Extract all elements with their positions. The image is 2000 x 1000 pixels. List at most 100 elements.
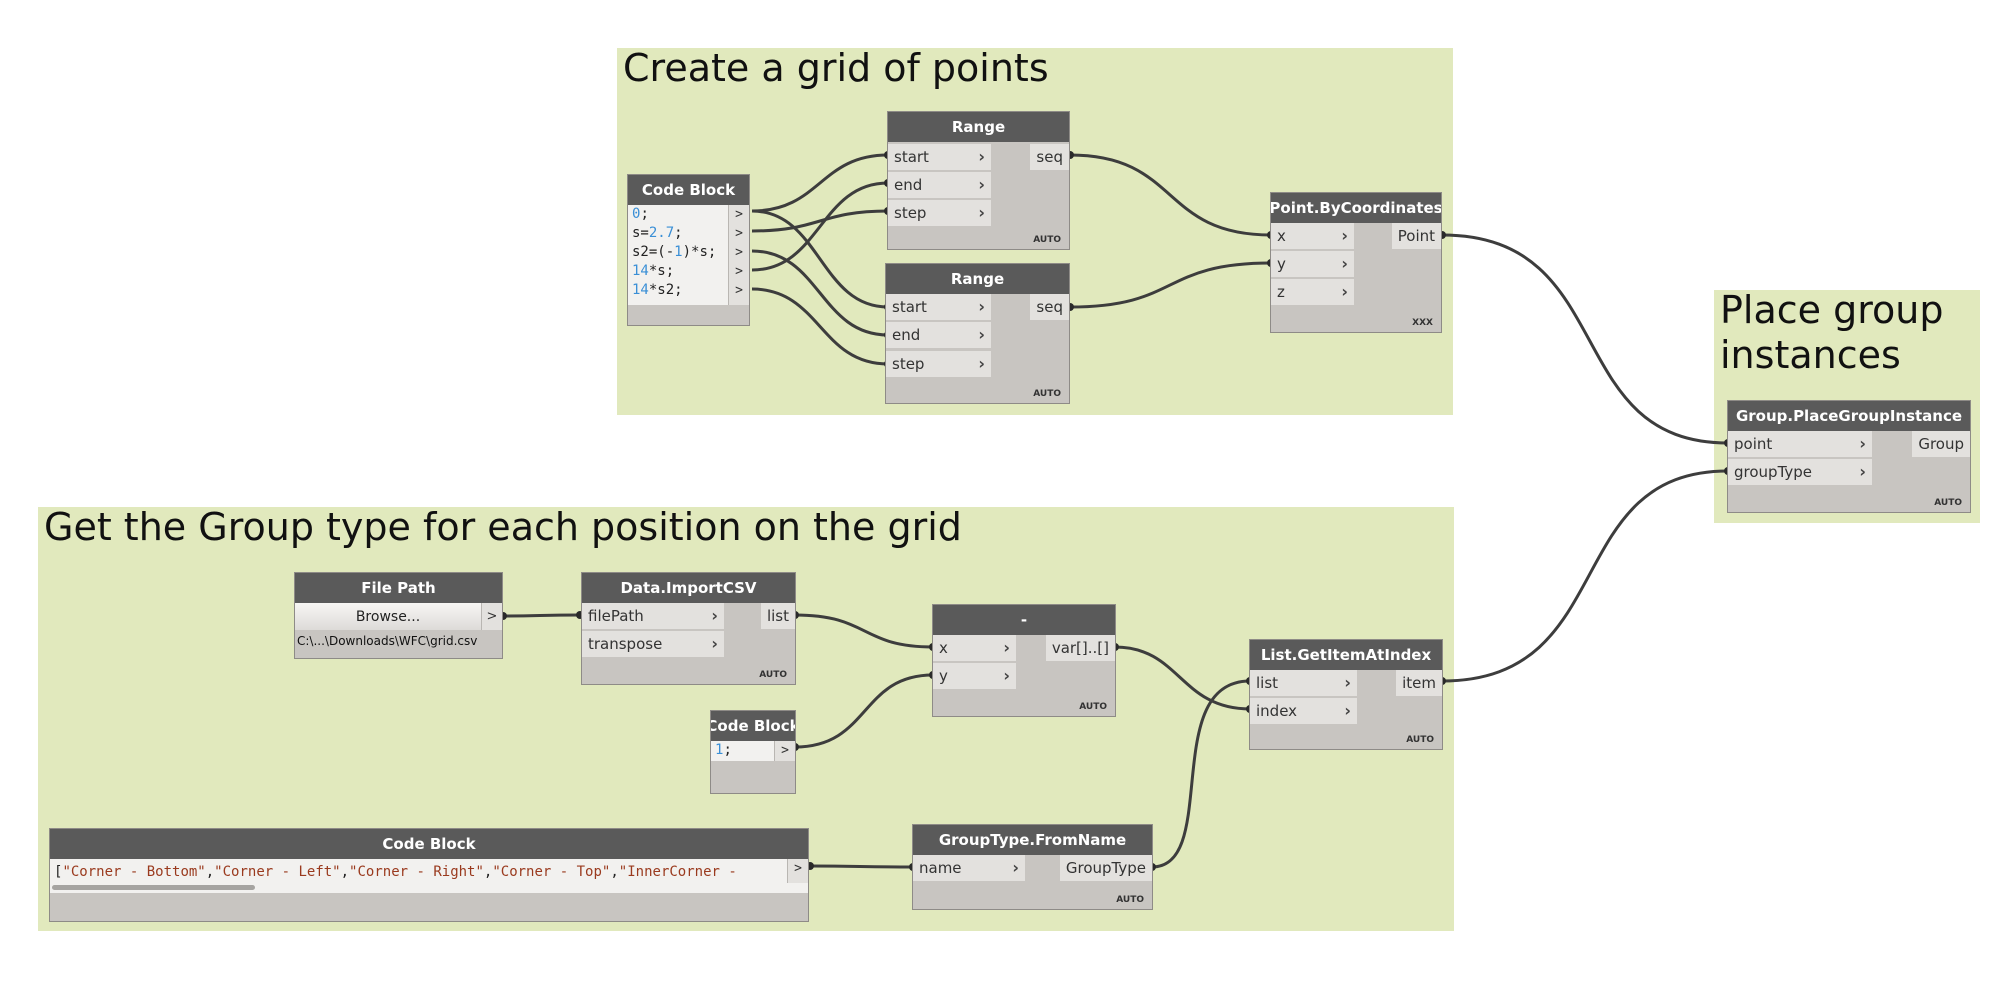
chevron-right-icon: › (1341, 226, 1348, 245)
input-port-x[interactable]: x› (1271, 223, 1354, 249)
point-by-coordinates-node[interactable]: Point.ByCoordinates x› y› z› Point XXX (1270, 192, 1442, 333)
lacing-indicator[interactable]: AUTO (1406, 735, 1434, 745)
input-port-name[interactable]: name› (913, 855, 1025, 881)
lacing-indicator[interactable]: AUTO (1033, 389, 1061, 399)
node-title: Range (886, 264, 1069, 294)
code-line: s=2.7; (632, 225, 683, 241)
chevron-right-icon: › (978, 203, 985, 222)
input-port-z[interactable]: z› (1271, 279, 1354, 305)
port-label: transpose (588, 635, 663, 653)
output-port[interactable]: > (735, 226, 743, 241)
output-port[interactable]: > (735, 283, 743, 298)
node-title: Group.PlaceGroupInstance (1728, 401, 1970, 431)
output-port-point[interactable]: Point (1391, 223, 1441, 249)
input-port-start[interactable]: start› (888, 144, 991, 170)
lacing-indicator[interactable]: AUTO (759, 670, 787, 680)
chevron-right-icon: › (978, 354, 985, 373)
wire (1441, 233, 1729, 445)
subtract-node[interactable]: - x› y› var[]..[] AUTO (932, 604, 1116, 717)
output-port-item[interactable]: item (1396, 670, 1442, 696)
code-editor[interactable]: 0;s=2.7;s2=(-1)*s;14*s;14*s2; >>>>> (628, 205, 749, 305)
port-label: start (892, 298, 927, 316)
code-line: s2=(-1)*s; (632, 244, 717, 260)
lacing-indicator[interactable]: AUTO (1079, 702, 1107, 712)
input-port-y[interactable]: y› (1271, 251, 1354, 277)
output-port[interactable]: > (735, 264, 743, 279)
node-title: Code Block (711, 711, 795, 741)
output-port-seq[interactable]: seq (1030, 294, 1069, 320)
chevron-right-icon: › (1344, 673, 1351, 692)
get-item-at-index-node[interactable]: List.GetItemAtIndex list› index› item AU… (1249, 639, 1443, 750)
port-label: y (939, 667, 948, 685)
file-path-node[interactable]: File Path Browse... > C:\...\Downloads\W… (294, 572, 503, 659)
lacing-indicator[interactable]: AUTO (1033, 235, 1061, 245)
code-editor[interactable]: 1; > (711, 741, 795, 761)
input-port-transpose[interactable]: transpose› (582, 631, 724, 657)
input-port-x[interactable]: x› (933, 635, 1016, 661)
node-title: Code Block (628, 175, 749, 205)
output-port-var[interactable]: var[]..[] (1045, 635, 1115, 661)
range-node-2[interactable]: Range start› end› step› seq AUTO (885, 263, 1070, 404)
range-node-1[interactable]: Range start› end› step› seq AUTO (887, 111, 1070, 250)
chevron-right-icon: › (978, 175, 985, 194)
node-title: - (933, 605, 1115, 635)
input-port-y[interactable]: y› (933, 663, 1016, 689)
output-port[interactable]: > (794, 861, 802, 876)
input-port-start[interactable]: start› (886, 294, 991, 320)
port-label: z (1277, 283, 1285, 301)
input-port-index[interactable]: index› (1250, 698, 1357, 724)
input-port-step[interactable]: step› (888, 200, 991, 226)
output-port[interactable]: > (781, 743, 789, 758)
file-path-value: C:\...\Downloads\WFC\grid.csv (297, 634, 478, 648)
input-port-point[interactable]: point › (1728, 431, 1872, 457)
code-block-grid-node[interactable]: Code Block 0;s=2.7;s2=(-1)*s;14*s;14*s2;… (627, 174, 750, 326)
input-port-step[interactable]: step› (886, 351, 991, 377)
chevron-right-icon: › (1344, 701, 1351, 720)
port-label: x (939, 639, 948, 657)
input-port-list[interactable]: list› (1250, 670, 1357, 696)
horizontal-scrollbar[interactable] (52, 885, 255, 890)
code-line: 1; (715, 742, 732, 758)
lacing-indicator[interactable]: AUTO (1116, 895, 1144, 905)
input-port-end[interactable]: end› (888, 172, 991, 198)
chevron-right-icon: › (978, 325, 985, 344)
group-title: Place group instances (1720, 288, 1944, 377)
port-label: point (1734, 435, 1773, 453)
output-port-seq[interactable]: seq (1030, 144, 1069, 170)
import-csv-node[interactable]: Data.ImportCSV filePath› transpose› list… (581, 572, 796, 685)
input-port-file-path[interactable]: filePath› (582, 603, 724, 629)
browse-button[interactable]: Browse... (295, 603, 481, 630)
chevron-right-icon: › (978, 147, 985, 166)
output-ports[interactable]: > > > > > (728, 205, 749, 305)
output-port-group-type[interactable]: GroupType (1059, 855, 1152, 881)
place-group-instance-node[interactable]: Group.PlaceGroupInstance point › groupTyp… (1727, 400, 1971, 513)
lacing-indicator[interactable]: AUTO (1934, 498, 1962, 508)
output-port[interactable]: > (735, 207, 743, 222)
chevron-right-icon: › (1859, 434, 1866, 453)
output-glyph: > (486, 609, 498, 624)
code-line: 14*s; (632, 263, 675, 279)
code-block-one-node[interactable]: Code Block 1; > (710, 710, 796, 794)
browse-label: Browse... (355, 608, 421, 625)
group-type-from-name-node[interactable]: GroupType.FromName name› GroupType AUTO (912, 824, 1153, 910)
output-ports[interactable]: > (787, 859, 808, 883)
port-label: filePath (588, 607, 644, 625)
wire (1441, 469, 1729, 683)
output-port[interactable]: > (735, 245, 743, 260)
output-port-list[interactable]: list (760, 603, 795, 629)
chevron-right-icon: › (1003, 666, 1010, 685)
code-editor[interactable]: ["Corner - Bottom","Corner - Left","Corn… (50, 859, 808, 893)
node-title: Code Block (50, 829, 808, 859)
port-label: end (892, 326, 921, 344)
output-ports[interactable]: > (774, 741, 795, 761)
node-title: Range (888, 112, 1069, 142)
input-port-end[interactable]: end › (886, 322, 991, 348)
node-title: Point.ByCoordinates (1271, 193, 1441, 223)
output-port[interactable]: > (481, 603, 502, 630)
code-line: 14*s2; (632, 282, 683, 298)
port-label: name (919, 859, 962, 877)
lacing-indicator[interactable]: XXX (1412, 318, 1433, 328)
output-port-group[interactable]: Group (1912, 431, 1970, 457)
input-port-group-type[interactable]: groupType› (1728, 459, 1872, 485)
code-block-names-node[interactable]: Code Block ["Corner - Bottom","Corner - … (49, 828, 809, 922)
